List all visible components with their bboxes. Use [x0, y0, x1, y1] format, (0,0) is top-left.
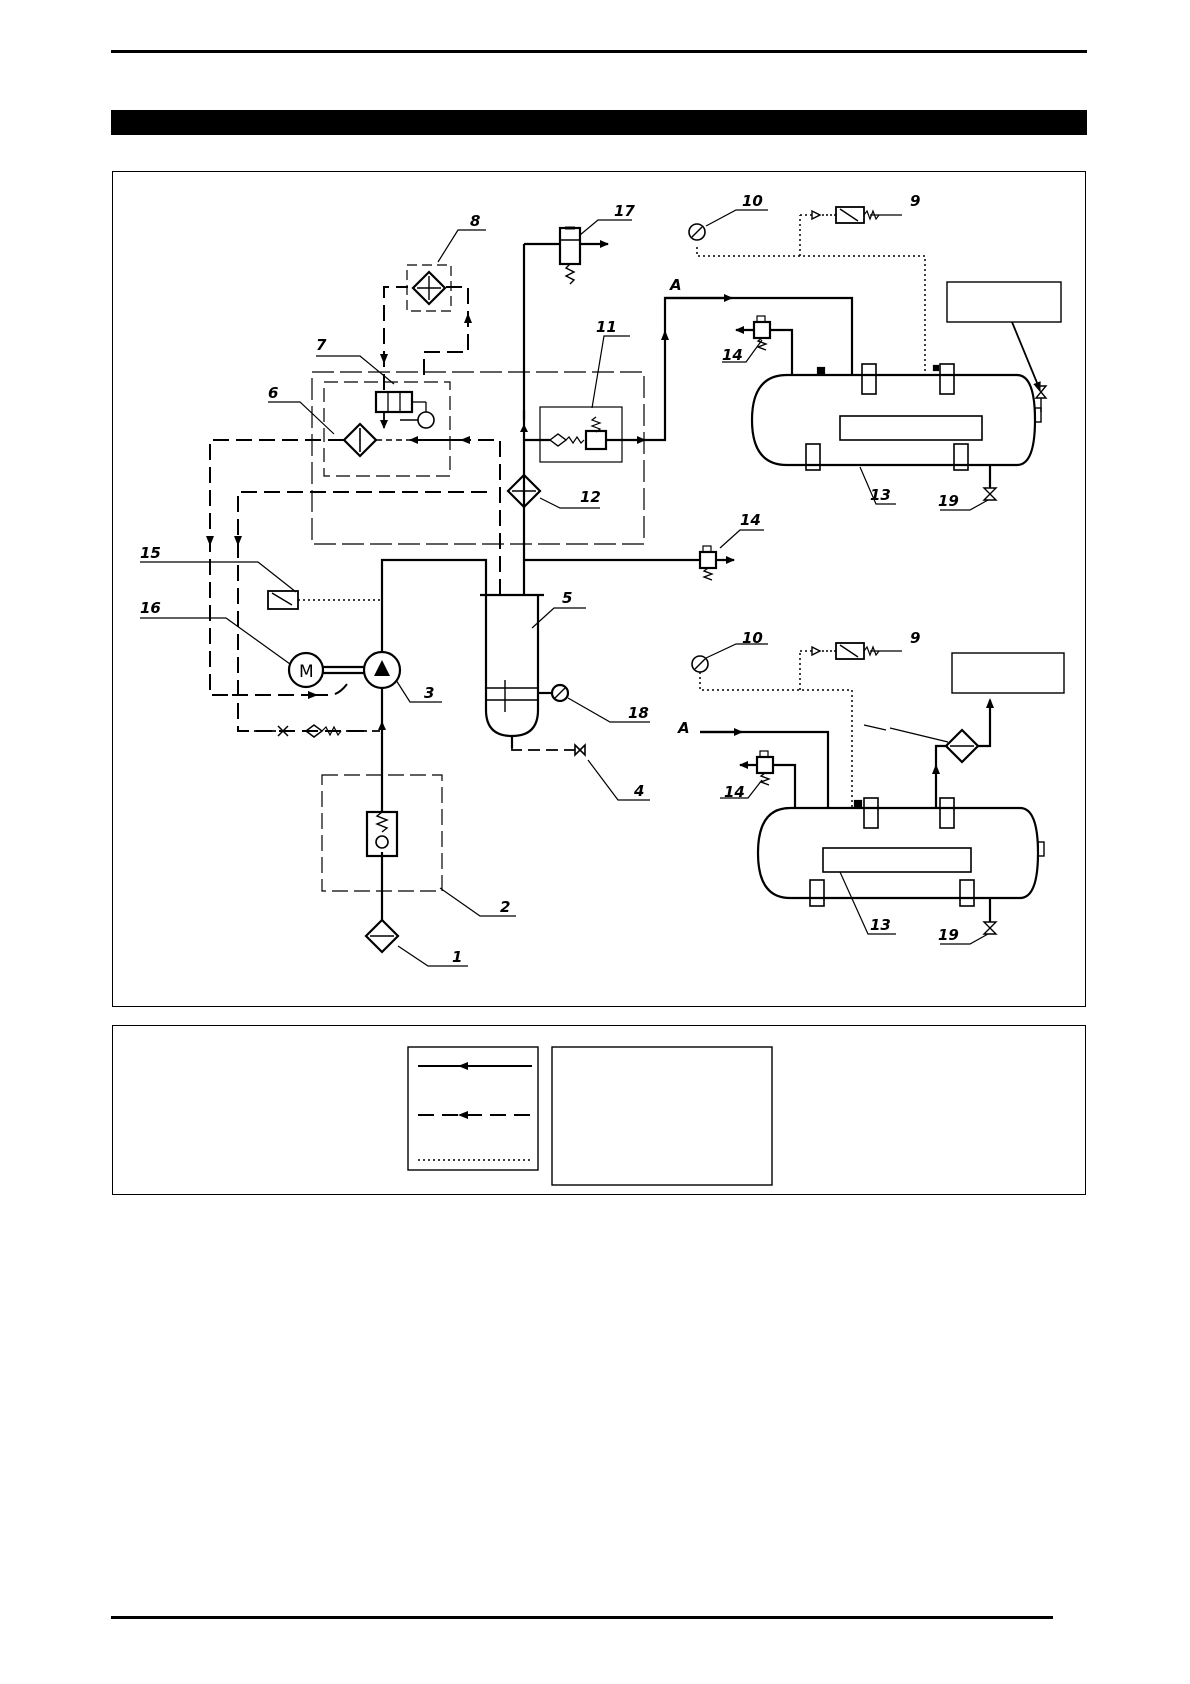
- label-19-upper: 19: [938, 492, 959, 510]
- label-6: 6: [268, 384, 278, 402]
- label-13-lower: 13: [870, 916, 891, 934]
- compressor-3: [362, 650, 402, 690]
- safety-valve-14-upper: [735, 315, 794, 375]
- diagram-frame: [112, 171, 1086, 1007]
- section-title-bar: [111, 110, 1087, 135]
- pressure-switch-9-lower: [811, 642, 880, 660]
- pressure-switch-9-upper: [811, 206, 880, 224]
- label-16: 16: [140, 599, 161, 617]
- intake-filter-1: [364, 918, 400, 954]
- label-4: 4: [633, 782, 644, 800]
- label-18: 18: [628, 704, 649, 722]
- pressure-gauge-10-upper: [688, 223, 706, 241]
- label-8: 8: [470, 212, 480, 230]
- filter-12: [506, 473, 542, 509]
- thermostatic-valve-7: [374, 390, 435, 429]
- safety-valve-14-lower: [739, 750, 797, 808]
- drain-valve-19-upper: [982, 465, 998, 501]
- solenoid-valve-17: [558, 226, 609, 285]
- gauge-15: [267, 590, 382, 610]
- label-14-lower: 14: [724, 783, 745, 801]
- drain-valve-19-lower: [982, 898, 998, 935]
- label-9-lower: 9: [910, 629, 920, 647]
- label-19-lower: 19: [938, 926, 959, 944]
- info-box-lower: [951, 652, 1065, 694]
- separator-tank-5: [480, 593, 544, 738]
- label-17: 17: [614, 202, 635, 220]
- header-rule: [111, 50, 1087, 53]
- label-9-upper: 9: [910, 192, 920, 210]
- receiver-tank-13-lower: [756, 797, 1045, 907]
- label-15: 15: [140, 544, 161, 562]
- label-2: 2: [500, 898, 510, 916]
- label-14-upper: 14: [722, 346, 743, 364]
- pressure-gauge-10-lower: [691, 655, 709, 673]
- label-1: 1: [452, 948, 462, 966]
- oil-circuit: [209, 286, 501, 732]
- motor-16: [287, 651, 364, 689]
- gauge-18: [538, 683, 570, 703]
- oil-cooler-8: [406, 264, 452, 312]
- motor-symbol-label: M: [299, 662, 314, 682]
- outlet-filter-lower: [889, 698, 994, 808]
- legend-frame: [112, 1025, 1086, 1195]
- min-pressure-valve-11: [524, 406, 646, 463]
- label-7: 7: [316, 336, 327, 354]
- drain-valve-4: [510, 736, 586, 757]
- callout-leaders: [140, 209, 989, 967]
- label-11: 11: [596, 318, 617, 336]
- info-box-upper: [946, 281, 1062, 323]
- label-12: 12: [580, 488, 601, 506]
- connector-a-upper: A: [669, 276, 682, 294]
- safety-valve-14-separator: [698, 545, 735, 581]
- label-5: 5: [562, 589, 572, 607]
- oil-return-line: [238, 724, 382, 738]
- footer-rule: [111, 1616, 1053, 1619]
- receiver-tank-13-upper: [750, 363, 1042, 471]
- legend-text-box: [551, 1046, 773, 1186]
- label-3: 3: [424, 684, 434, 702]
- legend-line-box: [407, 1046, 539, 1171]
- label-13-upper: 13: [870, 486, 891, 504]
- label-14-separator: 14: [740, 511, 761, 529]
- connector-a-lower: A: [677, 719, 690, 737]
- oil-filter-6: [342, 422, 410, 458]
- label-10-upper: 10: [742, 192, 763, 210]
- label-10-lower: 10: [742, 629, 763, 647]
